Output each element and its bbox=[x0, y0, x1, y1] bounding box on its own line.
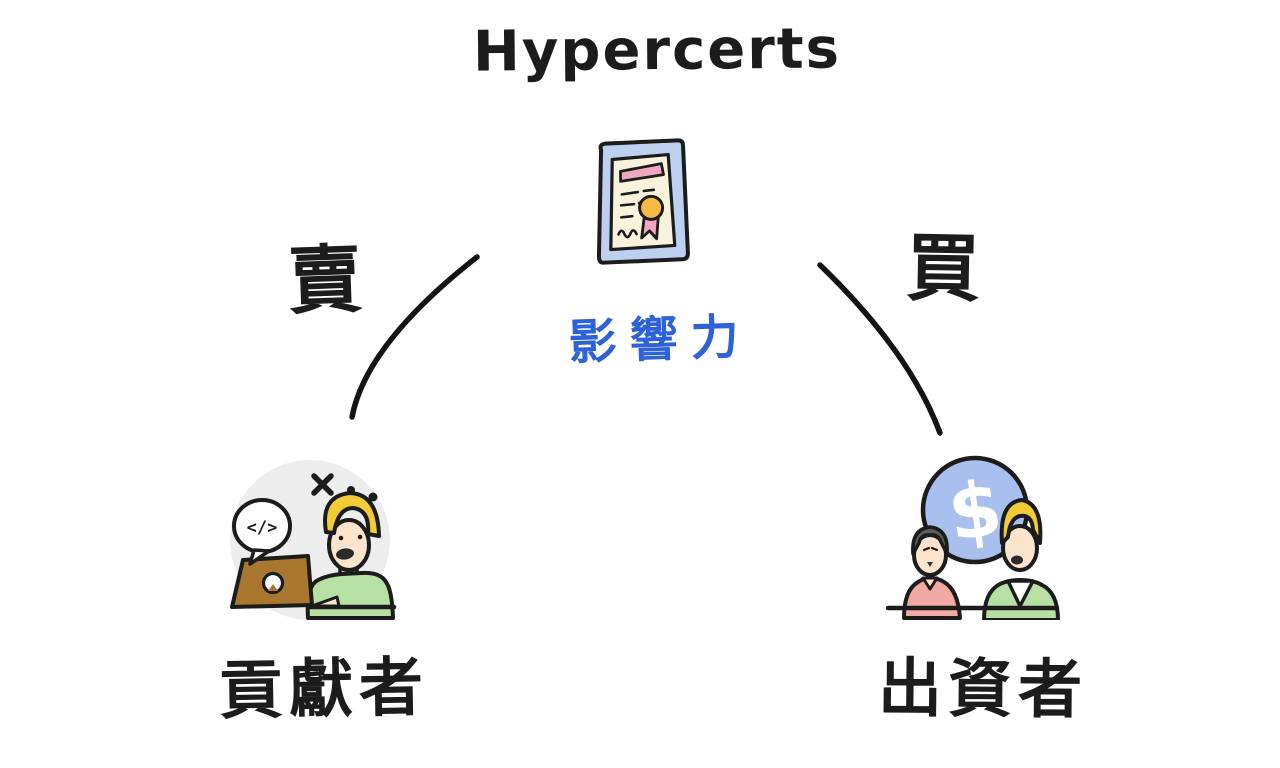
dollar-sign: $ bbox=[943, 463, 1008, 558]
signature-squiggle bbox=[617, 229, 638, 239]
certificate-title-bar bbox=[619, 162, 665, 183]
neck-notch bbox=[921, 576, 939, 591]
contributor-label: 貢獻者 bbox=[218, 651, 430, 729]
open-mouth bbox=[336, 548, 354, 560]
funder-label: 出資者 bbox=[877, 652, 1089, 728]
seal-circle bbox=[638, 194, 665, 221]
blond-hair bbox=[323, 491, 381, 538]
brows bbox=[922, 546, 939, 552]
sell-curve-line bbox=[349, 254, 480, 420]
laptop-icon bbox=[230, 554, 314, 609]
certificate-icon bbox=[596, 138, 690, 265]
funders-illustration: $ bbox=[885, 455, 1060, 620]
eye bbox=[338, 535, 344, 541]
gray-hair bbox=[911, 525, 949, 556]
eye bbox=[357, 534, 363, 540]
open-mouth bbox=[1011, 555, 1023, 565]
certificate-text-lines bbox=[619, 188, 656, 219]
contributor-illustration: </> bbox=[230, 460, 397, 620]
code-bubble-text: </> bbox=[247, 518, 278, 538]
green-shirt bbox=[305, 570, 395, 620]
code-bubble-icon: </> bbox=[232, 498, 292, 566]
blond-hair bbox=[999, 498, 1043, 545]
sad-mouth bbox=[927, 562, 933, 567]
vneck-collar bbox=[1006, 579, 1035, 608]
buy-curve-line bbox=[817, 262, 943, 436]
